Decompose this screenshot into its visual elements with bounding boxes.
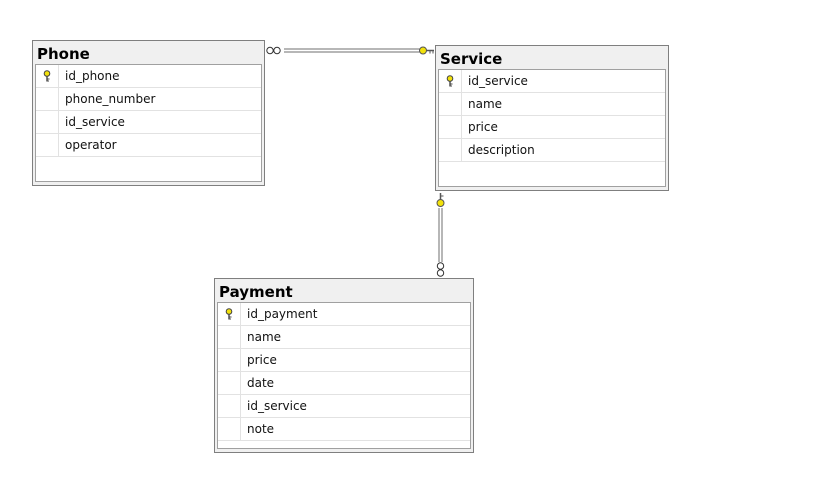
column-row[interactable]: description [439,139,665,162]
key-icon [36,65,59,87]
row-selector [218,418,241,440]
infinity-icon [436,262,445,277]
column-name: phone_number [65,92,156,106]
infinity-icon [266,46,281,55]
relationship-phone-service[interactable] [266,46,434,55]
column-row[interactable]: id_phone [36,65,261,88]
column-name: price [247,353,277,367]
row-selector [36,134,59,156]
table-payment[interactable]: Payment id_payment name price date id_se… [214,278,474,453]
column-name: date [247,376,275,390]
column-name: id_phone [65,69,120,83]
key-icon [419,46,434,55]
column-name: id_service [468,74,528,88]
table-title: Payment [219,283,293,301]
column-name: name [468,97,503,111]
column-row[interactable]: note [218,418,470,441]
relationship-service-payment[interactable] [436,193,445,277]
key-icon [218,303,241,325]
column-row[interactable]: name [218,326,470,349]
column-row[interactable]: id_service [36,111,261,134]
row-selector [218,372,241,394]
column-name: name [247,330,282,344]
row-selector [439,139,462,161]
row-selector [218,349,241,371]
column-grid: id_phone phone_number id_service operato… [35,64,262,182]
column-name: id_service [247,399,307,413]
column-row[interactable]: id_payment [218,303,470,326]
column-row[interactable]: date [218,372,470,395]
row-selector [439,93,462,115]
column-name: operator [65,138,117,152]
column-row[interactable]: price [218,349,470,372]
column-row[interactable]: name [439,93,665,116]
column-name: id_payment [247,307,318,321]
column-row[interactable]: phone_number [36,88,261,111]
table-service[interactable]: Service id_service name price descriptio… [435,45,669,191]
column-grid: id_service name price description [438,69,666,187]
table-phone[interactable]: Phone id_phone phone_number id_service o… [32,40,265,186]
row-selector [36,111,59,133]
column-row[interactable]: id_service [439,70,665,93]
key-icon [436,193,445,207]
row-selector [218,395,241,417]
table-title: Phone [37,45,90,63]
column-row[interactable]: price [439,116,665,139]
row-selector [36,88,59,110]
column-name: price [468,120,498,134]
column-row[interactable]: id_service [218,395,470,418]
column-name: id_service [65,115,125,129]
column-grid: id_payment name price date id_service no… [217,302,471,449]
column-name: note [247,422,275,436]
table-title: Service [440,50,503,68]
column-name: description [468,143,535,157]
column-row[interactable]: operator [36,134,261,157]
row-selector [439,116,462,138]
key-icon [439,70,462,92]
row-selector [218,326,241,348]
